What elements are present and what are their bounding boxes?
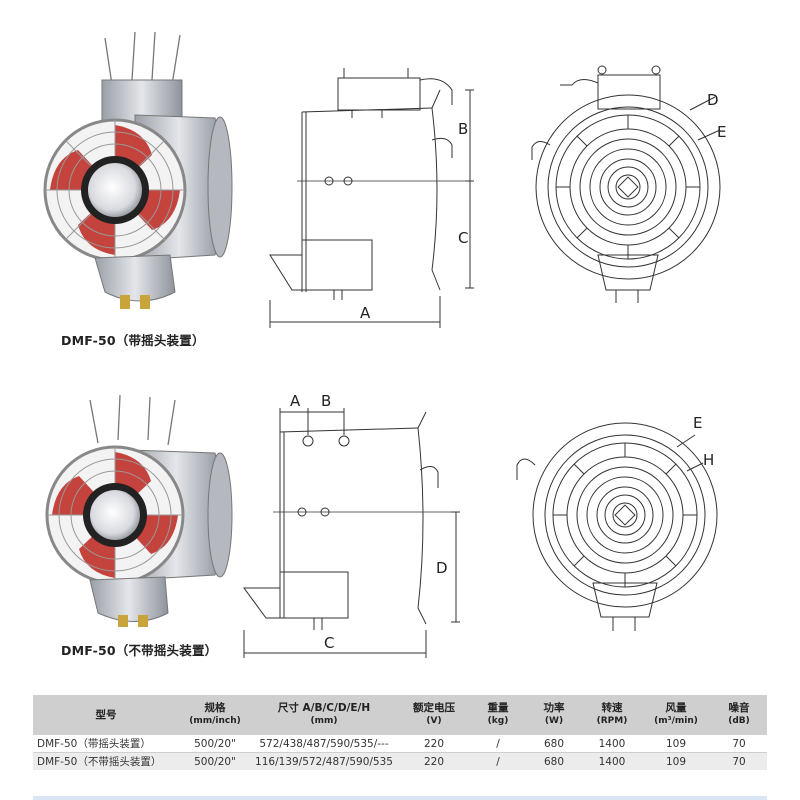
cell-weight: / — [471, 735, 525, 753]
cell-dimensions: 572/438/487/590/535/--- — [251, 735, 397, 753]
cell-dimensions: 116/139/572/487/590/535 — [251, 752, 397, 770]
header-noise: 噪音(dB) — [711, 695, 767, 735]
header-voltage: 额定电压(V) — [397, 695, 471, 735]
dim-label-b: B — [458, 120, 468, 138]
dim-label-e: E — [693, 414, 702, 432]
fan-photo-with-oscillator — [43, 31, 233, 309]
cell-model: DMF-50（带摇头装置） — [33, 735, 179, 753]
header-weight: 重量(kg) — [471, 695, 525, 735]
product-caption-with-oscillator: DMF-50（带摇头装置） — [61, 333, 205, 348]
header-model: 型号 — [33, 695, 179, 735]
cell-voltage: 220 — [397, 735, 471, 753]
header-dimensions: 尺寸 A/B/C/D/E/H(mm) — [251, 695, 397, 735]
dim-label-d: D — [707, 91, 719, 109]
dim-label-a: A — [360, 304, 371, 322]
front-view-drawing-without-oscillator: E H — [516, 414, 718, 631]
table-row: DMF-50（带摇头装置） 500/20" 572/438/487/590/53… — [33, 735, 767, 753]
spec-table: 型号 规格(mm/inch) 尺寸 A/B/C/D/E/H(mm) 额定电压(V… — [33, 695, 767, 770]
dim-label-c: C — [324, 634, 334, 652]
table-row: DMF-50（不带摇头装置） 500/20" 116/139/572/487/5… — [33, 752, 767, 770]
dim-label-h: H — [703, 451, 714, 469]
front-view-drawing-with-oscillator: D E — [531, 65, 726, 303]
header-spec: 规格(mm/inch) — [179, 695, 251, 735]
cell-noise: 70 — [711, 735, 767, 753]
header-power: 功率(W) — [525, 695, 583, 735]
bottom-accent-bar — [33, 796, 767, 800]
cell-spec: 500/20" — [179, 752, 251, 770]
cell-power: 680 — [525, 752, 583, 770]
header-airflow: 风量(m³/min) — [641, 695, 711, 735]
side-view-drawing-without-oscillator: A B C D — [243, 392, 460, 658]
cell-speed: 1400 — [583, 735, 641, 753]
dim-label-e: E — [717, 123, 726, 141]
dim-label-d: D — [436, 559, 448, 577]
cell-airflow: 109 — [641, 752, 711, 770]
cell-speed: 1400 — [583, 752, 641, 770]
cell-airflow: 109 — [641, 735, 711, 753]
dim-label-a: A — [290, 392, 301, 410]
cell-power: 680 — [525, 735, 583, 753]
cell-spec: 500/20" — [179, 735, 251, 753]
dim-label-c: C — [458, 229, 468, 247]
cell-weight: / — [471, 752, 525, 770]
product-caption-without-oscillator: DMF-50（不带摇头装置） — [61, 643, 218, 658]
spec-table-header-row: 型号 规格(mm/inch) 尺寸 A/B/C/D/E/H(mm) 额定电压(V… — [33, 695, 767, 735]
fan-photo-without-oscillator — [45, 395, 233, 627]
dim-label-b: B — [321, 392, 331, 410]
cell-noise: 70 — [711, 752, 767, 770]
cell-voltage: 220 — [397, 752, 471, 770]
side-view-drawing-with-oscillator: A B C — [269, 68, 474, 328]
header-speed: 转速(RPM) — [583, 695, 641, 735]
cell-model: DMF-50（不带摇头装置） — [33, 752, 179, 770]
